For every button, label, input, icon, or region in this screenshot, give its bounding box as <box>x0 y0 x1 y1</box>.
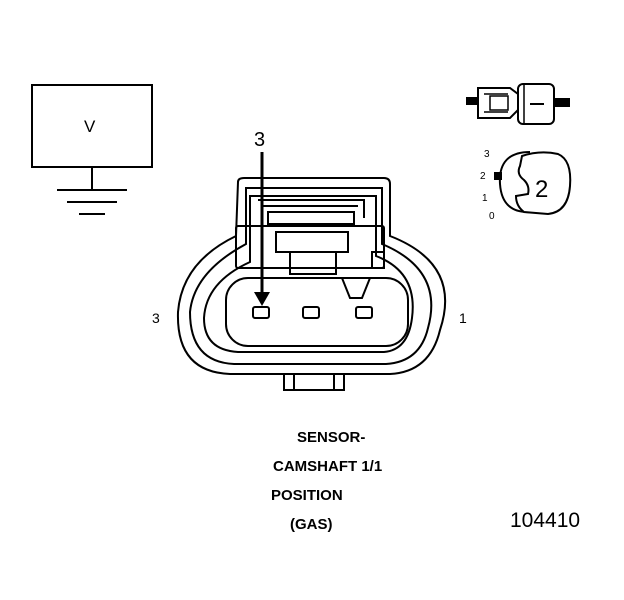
connector-body <box>176 177 447 391</box>
pin-callout-arrow <box>254 152 270 306</box>
figure-id: 104410 <box>510 509 581 532</box>
key-connector-side-view <box>466 83 570 125</box>
caption-line-4: (GAS) <box>290 516 333 533</box>
voltmeter-label: V <box>84 117 96 136</box>
key-scale-2: 2 <box>480 171 486 182</box>
caption-line-3: POSITION <box>271 487 343 504</box>
key-turn-indicator <box>494 151 572 216</box>
terminal-2 <box>302 306 320 319</box>
connector-side-label-left: 3 <box>152 310 160 326</box>
caption-line-1: SENSOR- <box>297 429 366 446</box>
terminal-3 <box>252 306 270 319</box>
key-scale-3: 3 <box>484 149 490 160</box>
pin-terminals <box>252 306 373 319</box>
connector-side-label-right: 1 <box>459 310 467 326</box>
key-number: 2 <box>535 176 549 203</box>
key-scale-1: 1 <box>482 193 488 204</box>
key-scale-0: 0 <box>489 211 495 222</box>
terminal-1 <box>355 306 373 319</box>
voltmeter-symbol <box>31 84 153 215</box>
caption-line-2: CAMSHAFT 1/1 <box>273 458 383 475</box>
pin-callout-label: 3 <box>254 129 266 151</box>
